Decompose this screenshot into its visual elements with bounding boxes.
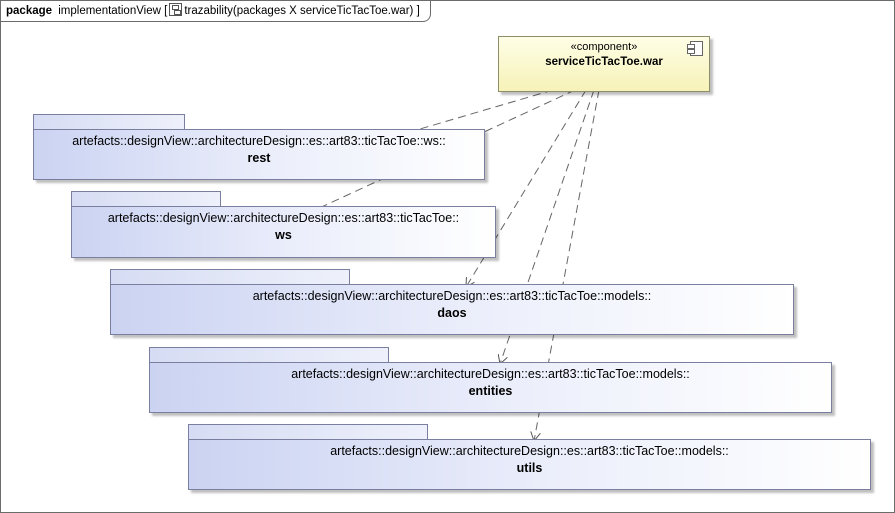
package-tab bbox=[71, 191, 221, 207]
package-tab bbox=[149, 347, 389, 363]
frame-bracket-close: ] bbox=[416, 5, 420, 17]
package-daos[interactable]: artefacts::designView::architectureDesig… bbox=[110, 269, 794, 335]
package-qualifier: artefacts::designView::architectureDesig… bbox=[330, 444, 729, 458]
package-name: utils bbox=[516, 461, 543, 475]
package-tab bbox=[110, 269, 350, 285]
package-tab bbox=[33, 114, 185, 130]
package-name: entities bbox=[468, 384, 513, 398]
frame-header: package implementationView [ trazability(… bbox=[1, 1, 431, 22]
package-body: artefacts::designView::architectureDesig… bbox=[110, 284, 794, 335]
package-rest[interactable]: artefacts::designView::architectureDesig… bbox=[33, 114, 485, 180]
package-utils[interactable]: artefacts::designView::architectureDesig… bbox=[188, 424, 871, 490]
component-icon bbox=[687, 41, 703, 56]
package-tab bbox=[188, 424, 428, 440]
package-name: daos bbox=[437, 306, 467, 320]
package-qualifier: artefacts::designView::architectureDesig… bbox=[252, 289, 652, 303]
package-qualifier: artefacts::designView::architectureDesig… bbox=[291, 367, 690, 381]
component-name: serviceTicTacToe.war bbox=[545, 56, 663, 68]
frame-name: implementationView bbox=[58, 5, 161, 17]
class-diagram-icon bbox=[169, 3, 183, 16]
package-qualifier: artefacts::designView::architectureDesig… bbox=[107, 211, 460, 225]
package-body: artefacts::designView::architectureDesig… bbox=[149, 362, 832, 413]
frame-keyword: package bbox=[6, 5, 53, 17]
component-stereotype: «component» bbox=[570, 41, 638, 53]
package-qualifier: artefacts::designView::architectureDesig… bbox=[72, 134, 446, 148]
package-name: rest bbox=[247, 151, 271, 165]
component-service-tictactoe-war[interactable]: «component» serviceTicTacToe.war bbox=[498, 36, 710, 92]
frame-bracket-open: [ bbox=[164, 5, 168, 17]
package-name: ws bbox=[275, 228, 292, 242]
diagram-name: trazability(packages X serviceTicTacToe.… bbox=[184, 5, 414, 17]
package-entities[interactable]: artefacts::designView::architectureDesig… bbox=[149, 347, 832, 413]
package-body: artefacts::designView::architectureDesig… bbox=[33, 129, 485, 180]
package-body: artefacts::designView::architectureDesig… bbox=[188, 439, 871, 490]
package-body: artefacts::designView::architectureDesig… bbox=[71, 206, 496, 258]
package-ws[interactable]: artefacts::designView::architectureDesig… bbox=[71, 191, 496, 258]
